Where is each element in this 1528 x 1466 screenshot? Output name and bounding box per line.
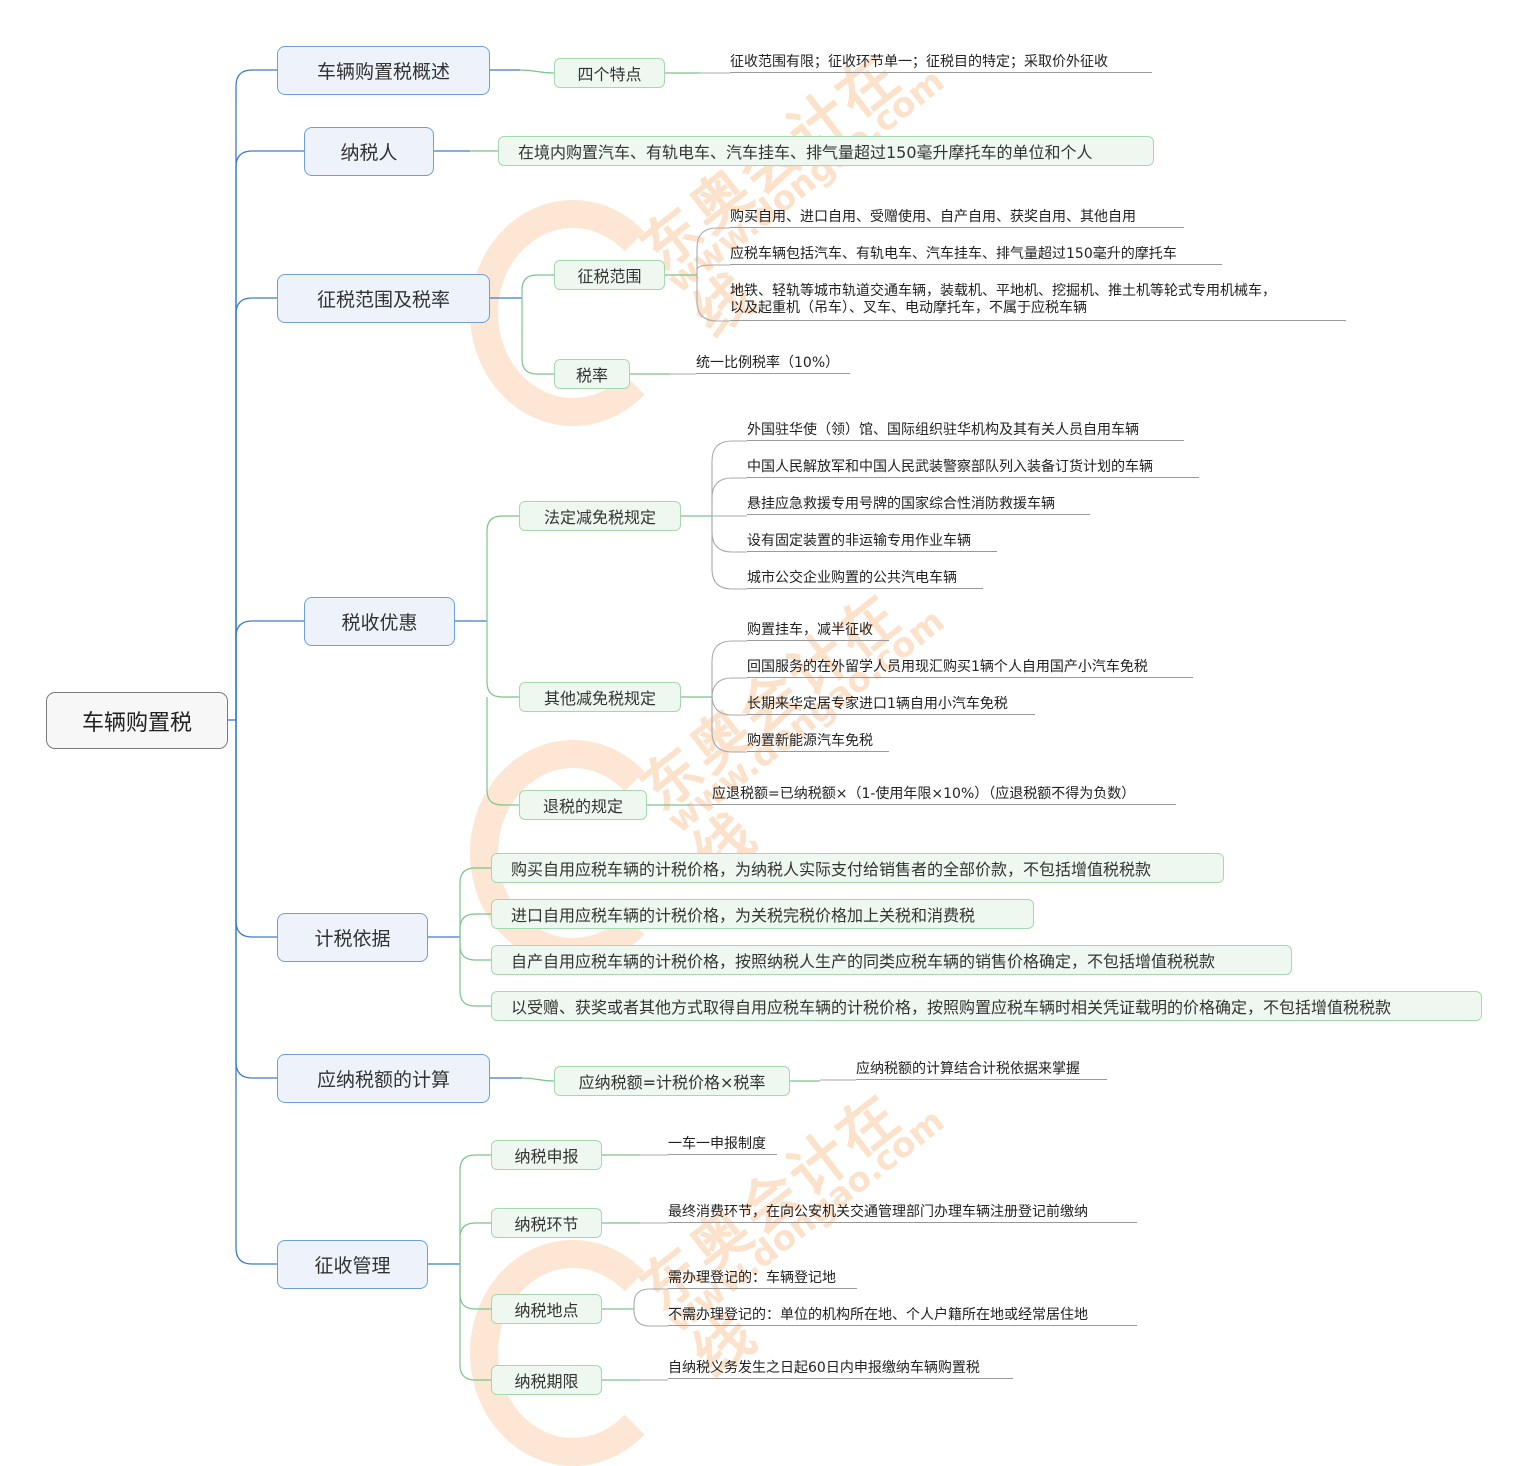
- leaf-text[interactable]: 设有固定装置的非运输专用作业车辆: [747, 533, 997, 552]
- leaf-text[interactable]: 自纳税义务发生之日起60日内申报缴纳车辆购置税: [668, 1360, 1013, 1379]
- node-label: 退税的规定: [542, 797, 623, 816]
- node-label: 购买自用应税车辆的计税价格，为纳税人实际支付给销售者的全部价款，不包括增值税税款: [511, 860, 1152, 879]
- leaf-text[interactable]: 应税车辆包括汽车、有轨电车、汽车挂车、排气量超过150毫升的摩托车: [730, 246, 1222, 265]
- topic-calc[interactable]: 应纳税额的计算: [277, 1054, 490, 1103]
- leaf-text[interactable]: 外国驻华使（领）馆、国际组织驻华机构及其有关人员自用车辆: [747, 422, 1184, 441]
- node-other-exemption[interactable]: 其他减免税规定: [519, 682, 681, 712]
- topic-label: 车辆购置税概述: [316, 61, 450, 83]
- leaf-text[interactable]: 长期来华定居专家进口1辆自用小汽车免税: [747, 696, 1035, 715]
- leaf-line: 以及起重机（吊车）、叉车、电动摩托车，不属于应税车辆: [730, 300, 1087, 316]
- node-four-features[interactable]: 四个特点: [554, 58, 665, 88]
- node-label: 纳税地点: [514, 1301, 579, 1320]
- node-label: 其他减免税规定: [543, 689, 656, 708]
- leaf-text[interactable]: 中国人民解放军和中国人民武装警察部队列入装备订货计划的车辆: [747, 459, 1199, 478]
- node-label: 纳税期限: [514, 1372, 579, 1391]
- node-label: 法定减免税规定: [543, 508, 656, 527]
- topic-label: 计税依据: [314, 928, 391, 950]
- node-filing[interactable]: 纳税申报: [491, 1140, 602, 1170]
- node-label: 自产自用应税车辆的计税价格，按照纳税人生产的同类应税车辆的销售价格确定，不包括增…: [511, 952, 1216, 971]
- node-basis-item[interactable]: 购买自用应税车辆的计税价格，为纳税人实际支付给销售者的全部价款，不包括增值税税款: [491, 853, 1224, 883]
- leaf-text-multiline[interactable]: 地铁、轻轨等城市轨道交通车辆，装载机、平地机、挖掘机、推土机等轮式专用机械车， …: [730, 283, 1346, 321]
- leaf-text[interactable]: 购置挂车，减半征收: [747, 622, 889, 641]
- leaf-text[interactable]: 一车一申报制度: [668, 1136, 777, 1155]
- node-basis-item[interactable]: 以受赠、获奖或者其他方式取得自用应税车辆的计税价格，按照购置应税车辆时相关凭证载…: [491, 991, 1482, 1021]
- topic-admin[interactable]: 征收管理: [277, 1240, 428, 1289]
- topic-label: 征税范围及税率: [316, 289, 450, 311]
- topic-scope[interactable]: 征税范围及税率: [277, 274, 490, 323]
- node-label: 纳税申报: [514, 1147, 579, 1166]
- node-tax-rate[interactable]: 税率: [554, 359, 630, 389]
- leaf-text[interactable]: 购买自用、进口自用、受赠使用、自产自用、获奖自用、其他自用: [730, 209, 1184, 228]
- topic-overview[interactable]: 车辆购置税概述: [277, 46, 490, 95]
- leaf-text[interactable]: 最终消费环节，在向公安机关交通管理部门办理车辆注册登记前缴纳: [668, 1204, 1137, 1223]
- node-label: 四个特点: [577, 65, 642, 84]
- leaf-text[interactable]: 悬挂应急救援专用号牌的国家综合性消防救援车辆: [747, 496, 1090, 515]
- leaf-text[interactable]: 不需办理登记的：单位的机构所在地、个人户籍所在地或经常居住地: [668, 1307, 1137, 1326]
- node-tax-range[interactable]: 征税范围: [554, 260, 665, 290]
- leaf-text[interactable]: 征收范围有限；征收环节单一；征税目的特定；采取价外征收: [730, 54, 1152, 73]
- node-label: 纳税环节: [514, 1215, 579, 1234]
- node-statutory-exemption[interactable]: 法定减免税规定: [519, 501, 681, 531]
- leaf-line: 地铁、轻轨等城市轨道交通车辆，装载机、平地机、挖掘机、推土机等轮式专用机械车，: [730, 283, 1276, 299]
- node-basis-item[interactable]: 进口自用应税车辆的计税价格，为关税完税价格加上关税和消费税: [491, 899, 1034, 929]
- leaf-text[interactable]: 应纳税额的计算结合计税依据来掌握: [856, 1061, 1107, 1080]
- node-basis-item[interactable]: 自产自用应税车辆的计税价格，按照纳税人生产的同类应税车辆的销售价格确定，不包括增…: [491, 945, 1292, 975]
- node-label: 在境内购置汽车、有轨电车、汽车挂车、排气量超过150毫升摩托车的单位和个人: [518, 143, 1093, 162]
- node-label: 税率: [575, 366, 608, 385]
- root-label: 车辆购置税: [81, 710, 192, 736]
- topic-taxpayer[interactable]: 纳税人: [304, 127, 434, 176]
- node-label: 以受赠、获奖或者其他方式取得自用应税车辆的计税价格，按照购置应税车辆时相关凭证载…: [511, 998, 1392, 1017]
- node-formula[interactable]: 应纳税额=计税价格×税率: [554, 1066, 790, 1096]
- leaf-text[interactable]: 回国服务的在外留学人员用现汇购买1辆个人自用国产小汽车免税: [747, 659, 1193, 678]
- node-label: 进口自用应税车辆的计税价格，为关税完税价格加上关税和消费税: [511, 906, 976, 925]
- node-refund[interactable]: 退税的规定: [519, 790, 647, 820]
- leaf-text[interactable]: 统一比例税率（10%）: [696, 355, 850, 374]
- node-label: 应纳税额=计税价格×税率: [578, 1073, 766, 1092]
- node-period[interactable]: 纳税期限: [491, 1365, 602, 1395]
- node-label: 征税范围: [577, 267, 642, 286]
- topic-label: 征收管理: [314, 1255, 391, 1277]
- topic-label: 纳税人: [340, 142, 398, 164]
- leaf-text[interactable]: 城市公交企业购置的公共汽电车辆: [747, 570, 983, 589]
- topic-basis[interactable]: 计税依据: [277, 913, 428, 962]
- leaf-text[interactable]: 应退税额=已纳税额×（1-使用年限×10%）（应退税额不得为负数）: [712, 786, 1176, 805]
- topic-incentives[interactable]: 税收优惠: [304, 597, 455, 646]
- topic-label: 税收优惠: [341, 612, 418, 634]
- leaf-text[interactable]: 需办理登记的：车辆登记地: [668, 1270, 857, 1289]
- root-node[interactable]: 车辆购置税: [46, 692, 228, 749]
- leaf-text[interactable]: 购置新能源汽车免税: [747, 733, 889, 752]
- node-taxpayer-detail[interactable]: 在境内购置汽车、有轨电车、汽车挂车、排气量超过150毫升摩托车的单位和个人: [498, 136, 1154, 166]
- node-stage[interactable]: 纳税环节: [491, 1208, 602, 1238]
- topic-label: 应纳税额的计算: [316, 1069, 450, 1091]
- node-place[interactable]: 纳税地点: [491, 1294, 602, 1324]
